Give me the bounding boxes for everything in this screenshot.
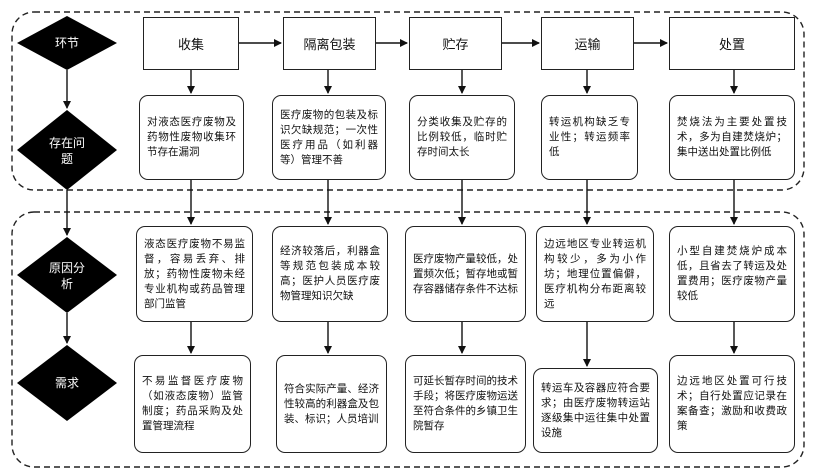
issue-storage: 分类收集及贮存的比例较低，临时贮存时间太长 [409,95,515,180]
issue-transport: 转运机构缺乏专业性；转运频率低 [541,95,638,180]
diamond-needs [17,345,117,421]
issue-package: 医疗废物的包装及标识欠缺规范；一次性医疗用品（如利器等）管理不善 [272,95,386,180]
cause-storage: 医疗废物产量较低，处置频次低；暂存地或暂存容器储存条件不达标 [405,226,526,322]
stage-collect: 收集 [143,17,239,70]
row-label-needs: 需求 [54,376,79,390]
group-frame-bottom [11,211,805,468]
cause-collect: 液态医疗废物不易监督，容易丢弃、排放；药物性废物未经专业机构或药品管理部门监管 [136,226,253,322]
row-label-stage: 环节 [54,36,79,50]
issue-disposal: 焚烧法为主要处置技术，多为自建焚烧炉；集中送出处置比例低 [669,95,795,180]
diamond-issues [17,110,117,190]
diamond-stage [17,16,117,70]
stage-storage: 贮存 [409,17,502,70]
need-storage: 可延长暂存时间的技术手段；将医疗废物运送至符合条件的乡镇卫生院暂存 [405,355,526,453]
row-label-causes: 原因分析 [48,261,85,291]
stage-transport: 运输 [541,17,634,70]
stage-disposal: 处置 [669,17,795,70]
issue-collect: 对液态医疗废物及药物性废物收集环节存在漏洞 [139,95,244,180]
cause-disposal: 小型自建焚烧炉成本低，且省去了转运及处置费用；医疗废物产量较低 [669,226,795,322]
need-disposal: 边远地区处置可行技术；自行处置应记录在案备查；激励和收费政策 [669,355,795,453]
diamond-causes [17,237,117,313]
cause-package: 经济较落后，利器盒等规范包装成本较高；医护人员医疗废物管理知识欠缺 [272,226,388,322]
group-frame-top [11,11,805,191]
need-transport: 转运车及容器应符合要求；由医疗废物转运站逐级集中运往集中处置设施 [533,368,658,453]
row-label-issues: 存在问题 [48,136,85,166]
cause-transport: 边远地区专业转运机构较少，多为小作坊；地理位置偏僻，医疗机构分布距离较远 [536,226,654,322]
need-collect: 不易监督医疗废物（如液态废物）监管制度；药品采购及处置管理流程 [134,355,251,453]
need-package: 符合实际产量、经济性较高的利器盒及包装、标识；人员培训 [276,355,387,453]
stage-package: 隔离包装 [283,17,376,70]
